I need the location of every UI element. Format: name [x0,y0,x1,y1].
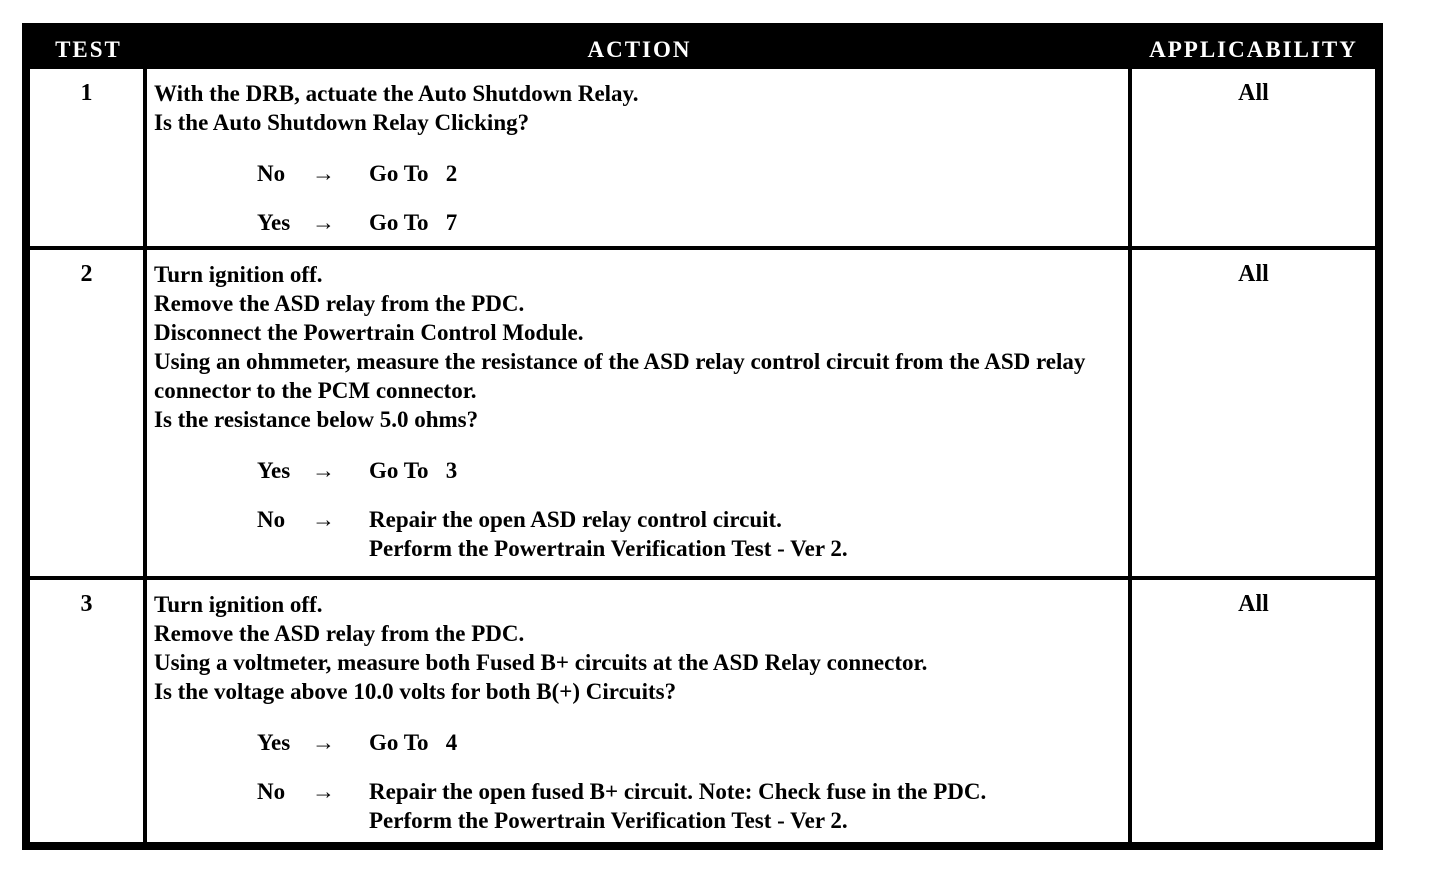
answer-result: Go To 2 [369,161,458,186]
answer-line: Yes → Go To 3 [257,456,1120,485]
column-header-action: ACTION [147,31,1132,69]
answer-result: Go To 7 [369,210,458,235]
answer-line: Yes → Go To 4 [257,728,1120,757]
answer-keyword: Yes [257,730,291,755]
action-steps: Turn ignition off. Remove the ASD relay … [154,592,928,704]
answer-result: Repair the open ASD relay control circui… [369,507,848,561]
column-header-test: TEST [30,31,147,69]
answer-line: No → Repair the open ASD relay control c… [257,505,1120,563]
answer-result: Go To 3 [369,458,458,483]
answer-keyword: Yes [257,210,291,235]
answer-line: No → Go To 2 [257,159,1120,188]
arrow-icon: → [312,458,335,483]
answer-keyword: No [257,507,286,532]
arrow-icon: → [312,507,335,532]
column-header-applicability: APPLICABILITY [1132,31,1375,69]
answer-result: Go To 4 [369,730,458,755]
answer-keyword: No [257,779,286,804]
applicability-cell: All [1132,250,1375,580]
arrow-icon: → [312,779,335,804]
action-steps: Turn ignition off. Remove the ASD relay … [154,262,1086,432]
action-cell: Turn ignition off. Remove the ASD relay … [147,250,1132,580]
arrow-icon: → [312,161,335,186]
answer-line: No → Repair the open fused B+ circuit. N… [257,777,1120,835]
test-number: 2 [30,250,147,580]
answer-keyword: No [257,161,286,186]
action-cell: Turn ignition off. Remove the ASD relay … [147,580,1132,842]
answer-result: Repair the open fused B+ circuit. Note: … [369,779,987,833]
answer-line: Yes → Go To 7 [257,208,1120,237]
diagnostic-test-table: TEST ACTION APPLICABILITY 1 With the DRB… [22,23,1383,850]
arrow-icon: → [312,210,335,235]
answer-keyword: Yes [257,458,291,483]
test-number: 1 [30,69,147,250]
test-number: 3 [30,580,147,842]
applicability-cell: All [1132,580,1375,842]
arrow-icon: → [312,730,335,755]
action-cell: With the DRB, actuate the Auto Shutdown … [147,69,1132,250]
action-steps: With the DRB, actuate the Auto Shutdown … [154,81,639,135]
applicability-cell: All [1132,69,1375,250]
